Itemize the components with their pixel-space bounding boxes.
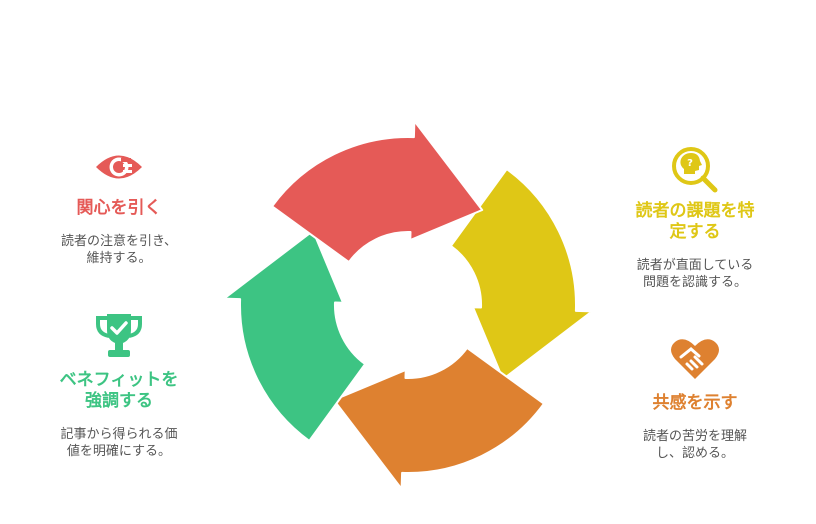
step-empathy-title: 共感を示す	[652, 393, 738, 413]
head-search-icon: ?	[672, 147, 718, 193]
svg-text:?: ?	[687, 158, 693, 169]
step-attention-title: 関心を引く	[76, 198, 162, 218]
step-issues: ? 読者の課題を特 定する 読者が直面している 問題を認識する。	[610, 145, 780, 291]
step-attention: 関心を引く 読者の注意を引き、 維持する。	[34, 150, 204, 267]
step-attention-desc: 読者の注意を引き、 維持する。	[60, 234, 178, 266]
step-empathy: 共感を示す 読者の苦労を理解 し、認める。	[610, 335, 780, 462]
trophy-icon	[96, 314, 142, 357]
eye-icon	[96, 155, 142, 179]
step-issues-title: 読者の課題を特 定する	[635, 201, 755, 242]
cycle-segment-orange	[332, 346, 545, 490]
step-empathy-desc: 読者の苦労を理解 し、認める。	[642, 429, 747, 461]
handshake-heart-icon	[671, 339, 719, 379]
step-issues-desc: 読者が直面している 問題を認識する。	[636, 258, 754, 290]
cycle-segment-green	[223, 229, 367, 442]
step-benefit-title: ベネフィットを 強調する	[59, 370, 179, 411]
step-benefit: ベネフィットを 強調する 記事から得られる価 値を明確にする。	[34, 310, 204, 460]
cycle-segment-yellow	[449, 168, 593, 381]
cycle-segment-red	[271, 120, 484, 264]
cycle-ring	[223, 120, 593, 490]
step-benefit-desc: 記事から得られる価 値を明確にする。	[60, 427, 178, 459]
